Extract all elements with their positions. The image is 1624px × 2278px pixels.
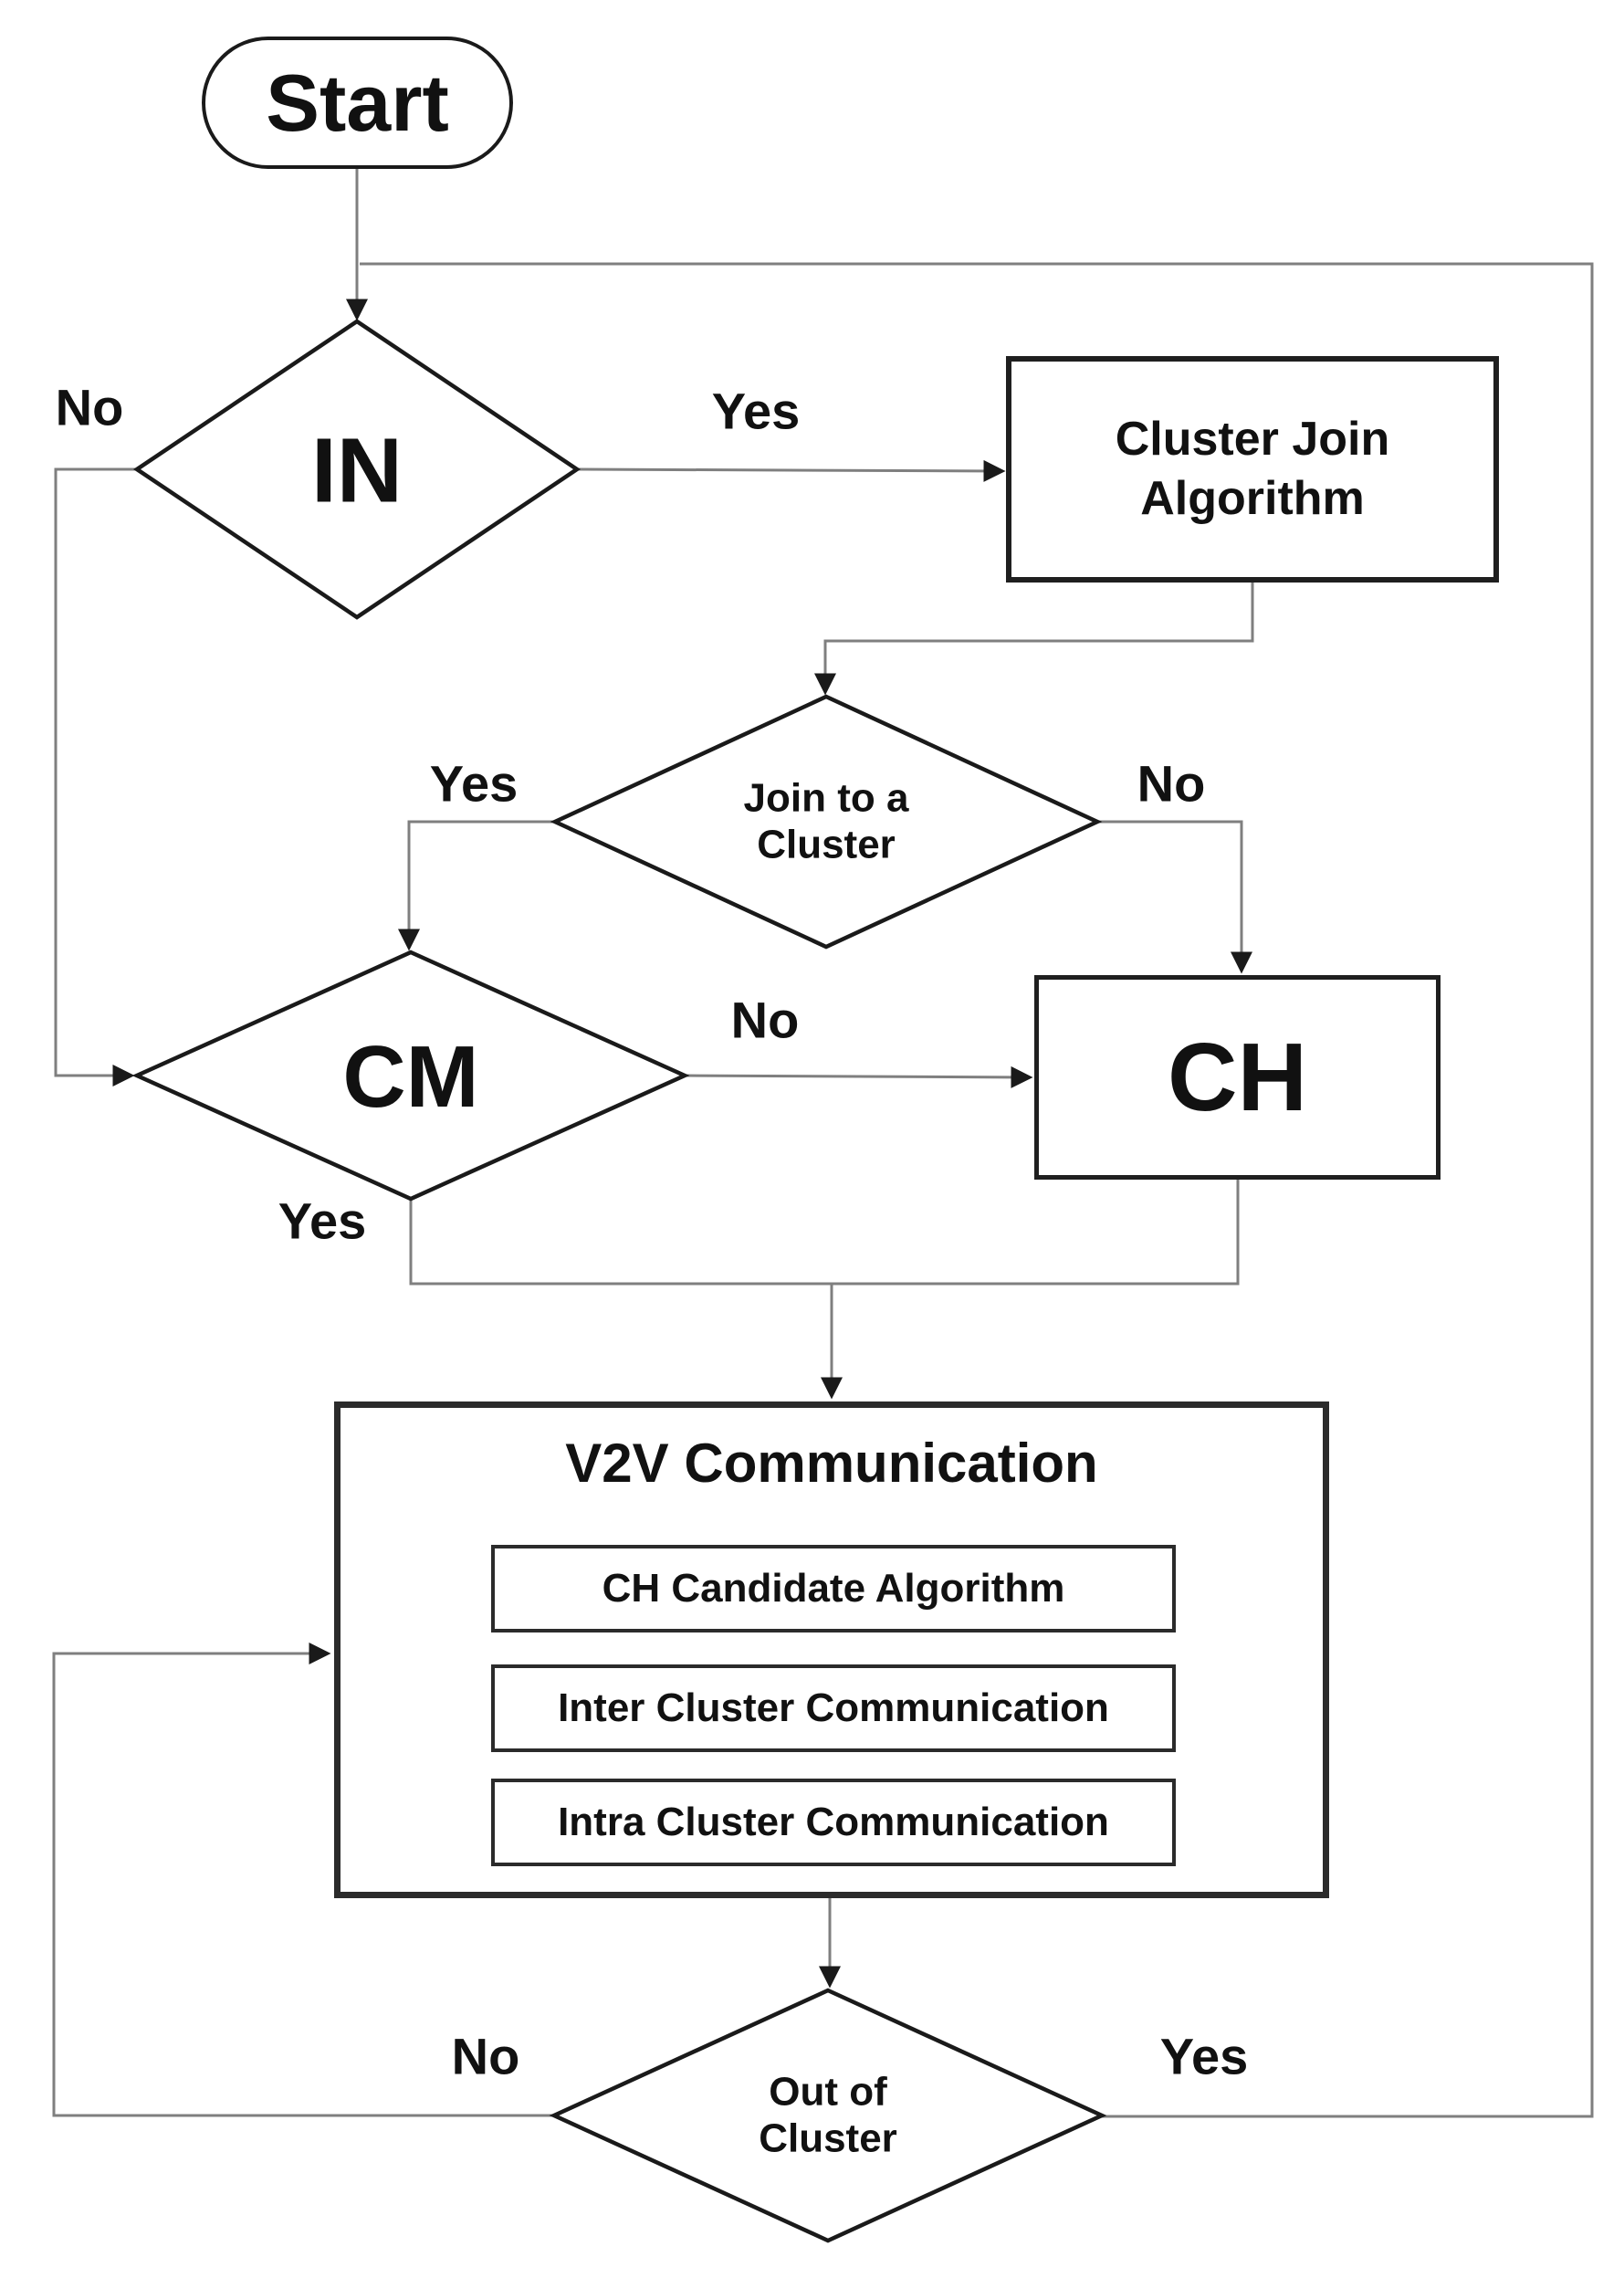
out-of-cluster-yes-label: Yes [1159, 2027, 1249, 2085]
inter-cluster-communication-label: Inter Cluster Communication [558, 1685, 1109, 1730]
out-of-cluster-decision-label: Out of Cluster [759, 2069, 897, 2160]
edge-join-no-to-ch [1097, 820, 1252, 974]
join-to-cluster-decision-diamond [550, 694, 1103, 950]
out-of-cluster-no-label: No [451, 2027, 520, 2085]
cm-decision-label: CM [342, 1028, 479, 1126]
cm-decision-diamond [131, 950, 690, 1202]
in-no-label: No [55, 378, 124, 436]
v2v-communication-container: V2V Communication CH Candidate Algorithm… [334, 1401, 1329, 1898]
edge-out-of-cluster-yes-return-loop [360, 262, 1594, 2118]
intra-cluster-communication-box: Intra Cluster Communication [491, 1779, 1176, 1866]
in-decision-diamond [132, 319, 581, 620]
cluster-join-algorithm-node: Cluster Join Algorithm [1006, 356, 1499, 583]
ch-node: CH [1034, 975, 1441, 1180]
cm-yes-label: Yes [278, 1191, 367, 1250]
edge-join-yes-to-cm [398, 820, 555, 951]
in-decision-label: IN [311, 419, 403, 522]
in-yes-label: Yes [711, 382, 801, 440]
edge-cm-yes-merge [409, 1199, 833, 1286]
start-node-label: Start [266, 57, 449, 148]
cluster-join-algorithm-label: Cluster Join Algorithm [1115, 413, 1390, 525]
edge-cm-no-to-ch [684, 1066, 1033, 1088]
edge-ch-down-merge [830, 1180, 1240, 1286]
v2v-communication-title: V2V Communication [565, 1433, 1098, 1494]
start-node: Start [202, 37, 513, 169]
ch-candidate-algorithm-label: CH Candidate Algorithm [602, 1566, 1065, 1611]
edge-out-of-cluster-no-loop-to-v2v [52, 1643, 554, 2117]
intra-cluster-communication-label: Intra Cluster Communication [558, 1800, 1109, 1844]
edge-cluster-join-to-join-decision [814, 583, 1254, 696]
ch-candidate-algorithm-box: CH Candidate Algorithm [491, 1545, 1176, 1632]
join-to-cluster-decision-label: Join to a Cluster [743, 775, 909, 866]
edge-in-no-to-cm [54, 467, 137, 1087]
out-of-cluster-decision-diamond [549, 1988, 1107, 2243]
join-no-label: No [1137, 754, 1206, 813]
cm-no-label: No [730, 991, 800, 1049]
join-yes-label: Yes [429, 754, 519, 813]
edge-in-yes-to-cluster-join [576, 459, 1006, 482]
ch-node-label: CH [1167, 1023, 1308, 1131]
inter-cluster-communication-box: Inter Cluster Communication [491, 1664, 1176, 1752]
